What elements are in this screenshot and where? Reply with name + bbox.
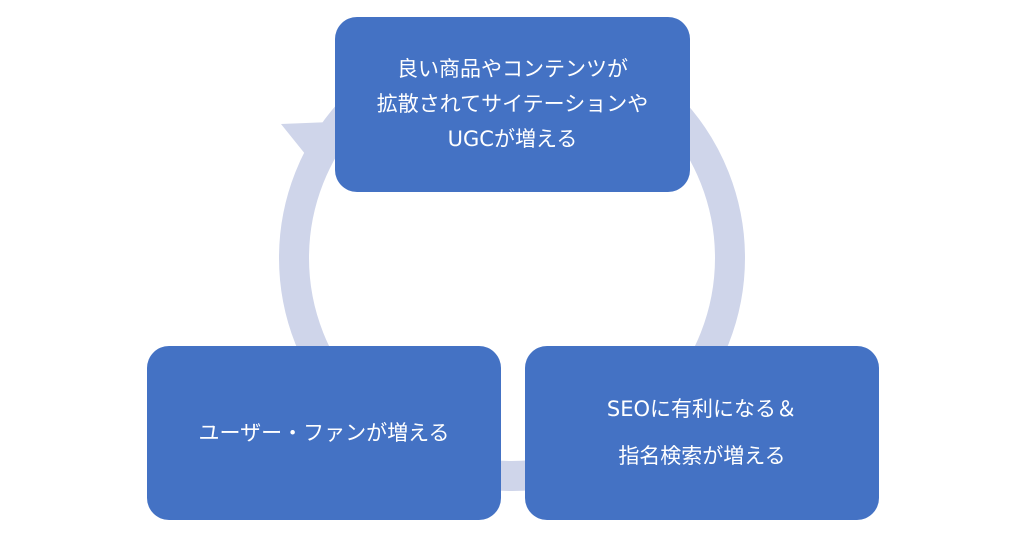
node-left-line-1: ユーザー・ファンが増える — [198, 420, 450, 445]
node-right-line-2: 指名検索が増える — [618, 444, 786, 468]
node-top-line-2: 拡散されてサイテーションや — [376, 92, 649, 116]
node-right: SEOに有利になる＆ 指名検索が増える — [525, 346, 879, 520]
node-right-line-1: SEOに有利になる＆ — [606, 397, 798, 421]
node-top: 良い商品やコンテンツが 拡散されてサイテーションや UGCが増える — [335, 17, 690, 192]
cycle-arrowhead — [281, 122, 331, 170]
node-top-line-1: 良い商品やコンテンツが — [397, 57, 628, 81]
node-left: ユーザー・ファンが増える — [147, 346, 501, 520]
node-top-line-3: UGCが増える — [447, 127, 578, 151]
